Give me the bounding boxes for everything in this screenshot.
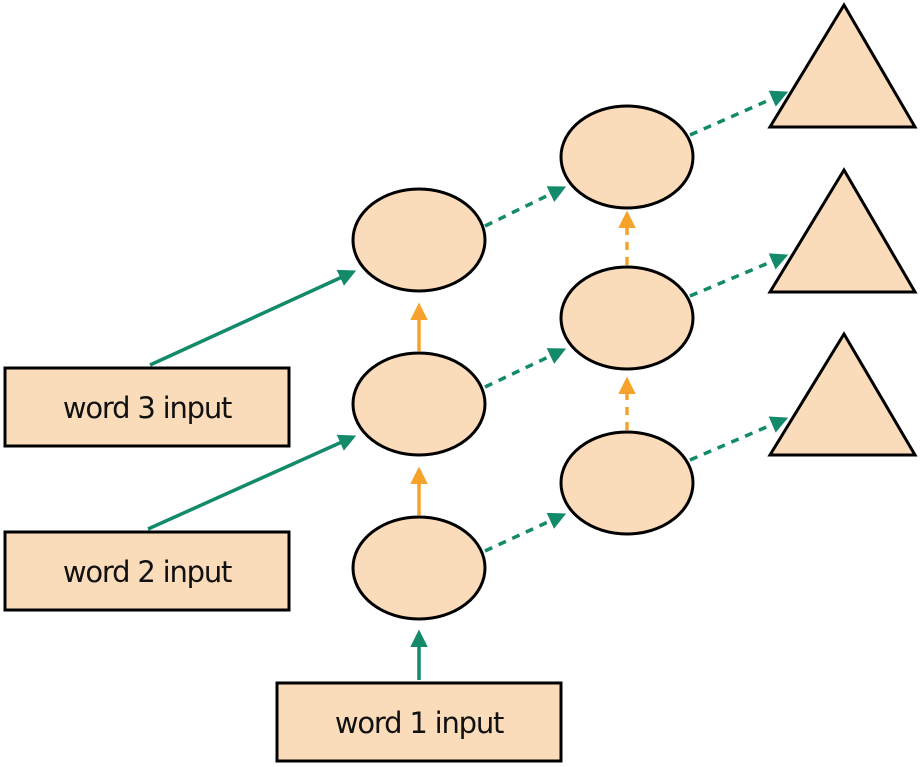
output-layer <box>767 2 918 457</box>
input-word3: word 3 input <box>3 366 291 448</box>
edge-layer2-node3-to-output3 <box>689 90 789 137</box>
output-triangle-3 <box>767 2 918 129</box>
output-triangle-2 <box>767 167 918 294</box>
input-box <box>3 530 291 612</box>
edge-layer1-node3-to-layer2-node3 <box>484 186 567 228</box>
hidden-layer-2 <box>559 104 695 536</box>
edge-layer2-node2-to-output2 <box>689 253 789 298</box>
edges <box>147 90 789 680</box>
layer2-node1 <box>559 430 695 536</box>
input-label: word 3 input <box>63 391 232 425</box>
layer2-node2 <box>559 265 695 371</box>
input-word1: word 1 input <box>275 681 563 763</box>
output-triangle-1 <box>767 331 918 457</box>
layer2-node3 <box>559 104 695 210</box>
input-box <box>275 681 563 763</box>
edge-layer1-node1-to-layer2-node1 <box>484 512 567 553</box>
layer1-node2 <box>351 351 487 457</box>
input-word2: word 2 input <box>3 530 291 612</box>
edge-layer1-node2-to-layer2-node2 <box>484 348 567 389</box>
edge-layer2-node1-to-output1 <box>689 416 789 462</box>
input-box <box>3 366 291 448</box>
hidden-layer-1 <box>351 187 487 621</box>
edge-word2-to-layer1-node2 <box>147 434 357 531</box>
edge-word3-to-layer1-node3 <box>149 269 357 367</box>
input-label: word 2 input <box>63 555 232 589</box>
layer1-node1 <box>351 515 487 621</box>
layer1-node3 <box>351 187 487 293</box>
input-label: word 1 input <box>335 706 504 740</box>
